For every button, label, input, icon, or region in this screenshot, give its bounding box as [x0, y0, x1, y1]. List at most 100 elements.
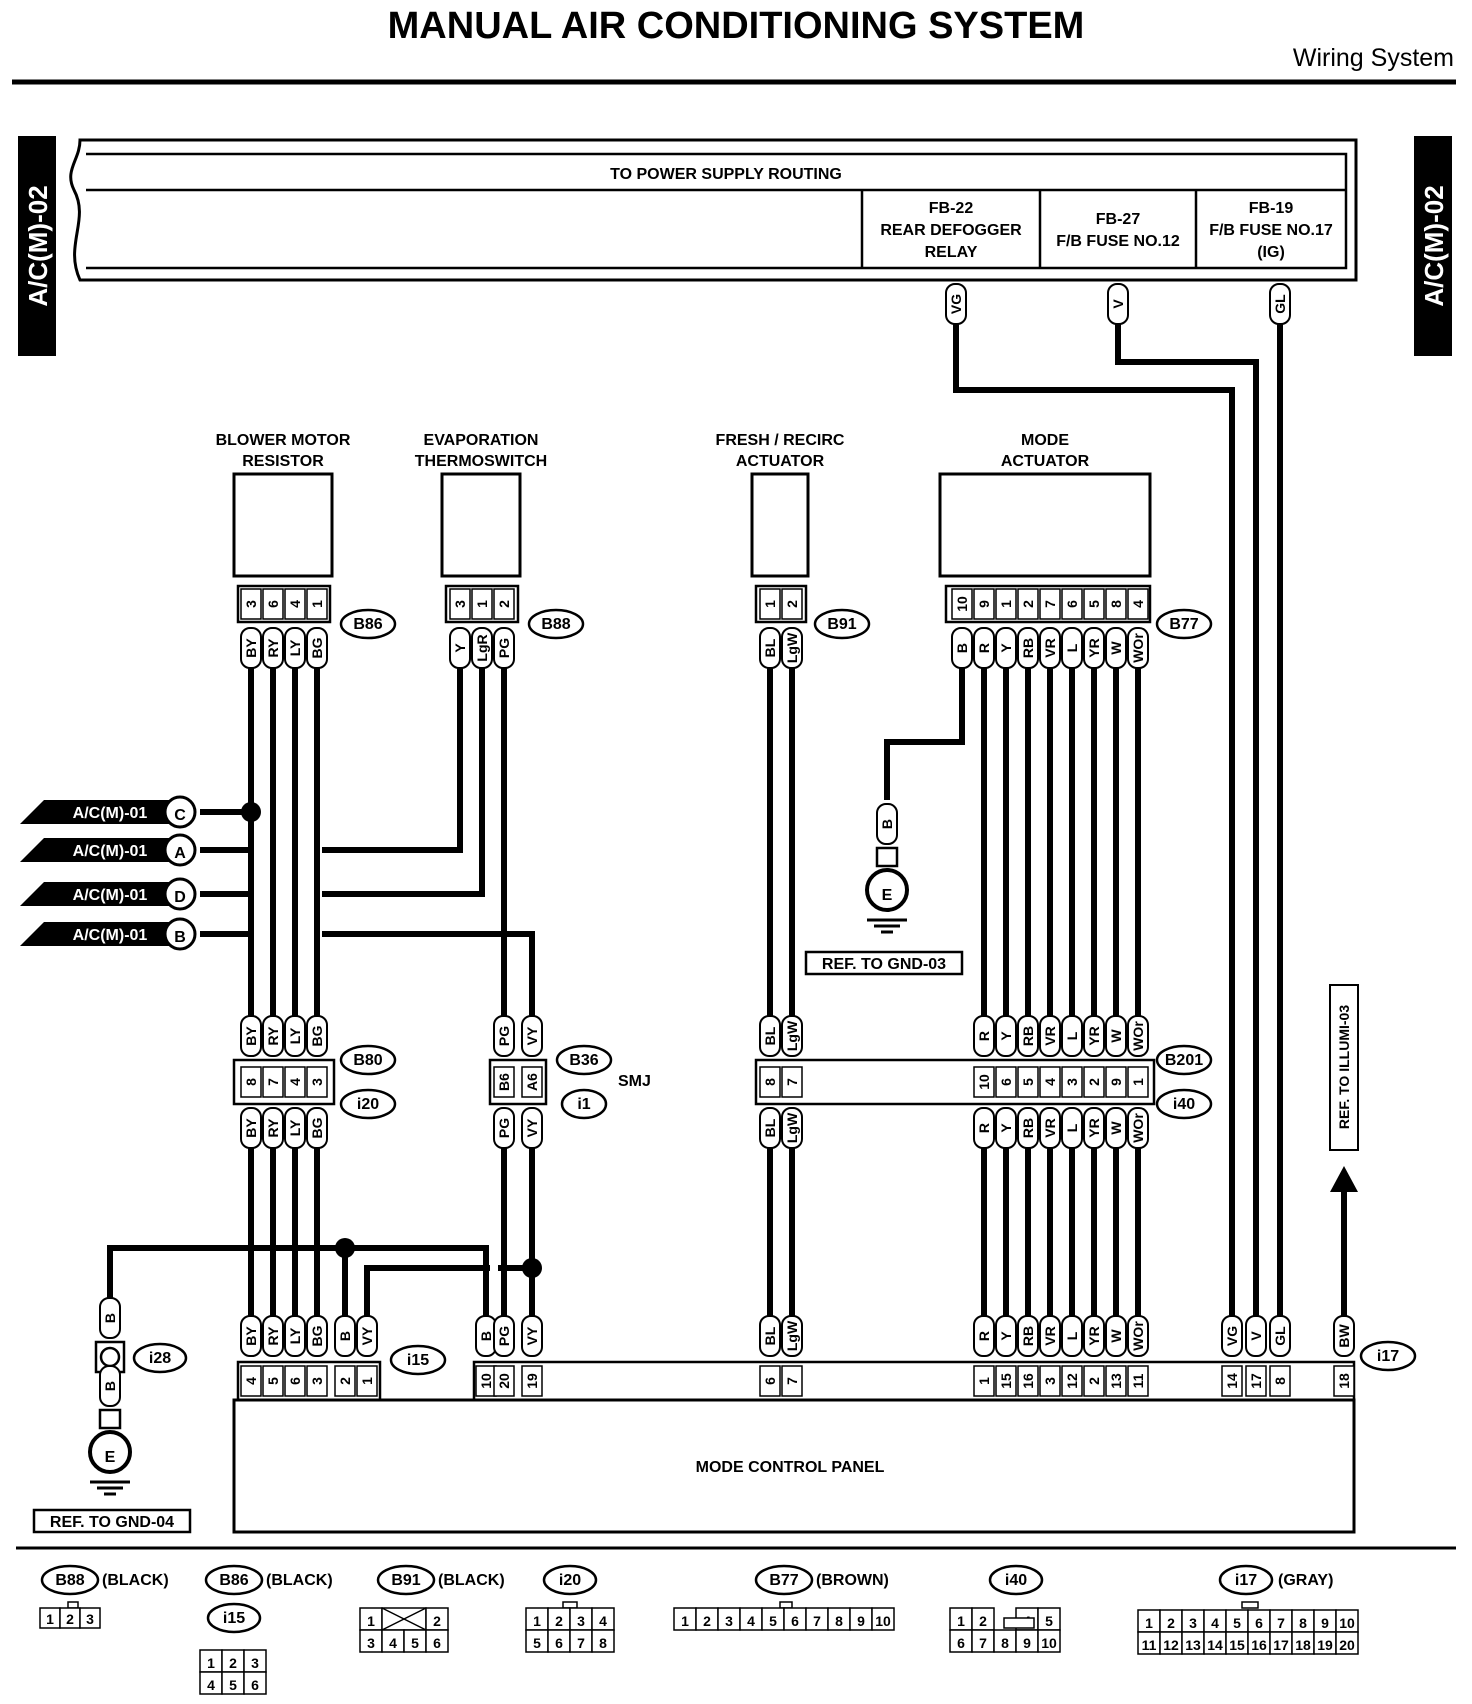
i15-frame [236, 1360, 382, 1402]
b77-wire-0-tag [951, 627, 973, 669]
b201-right-wire-7: WOr [1130, 1021, 1146, 1051]
i17-g3-pin-3: 3 [1042, 1377, 1058, 1385]
b201-right-pin-0-cell [973, 1066, 995, 1098]
legend-b91-id-oval [376, 1564, 436, 1596]
legend-i17-num-8: 9 [1321, 1615, 1329, 1631]
i17-g2-pin-0: 6 [762, 1377, 778, 1385]
ground-e1-plug [875, 846, 899, 868]
i17-g3-wire-4: L [1064, 1331, 1080, 1340]
legend-i40-num-7: 8 [1001, 1635, 1009, 1651]
b86-label-oval [339, 608, 397, 640]
b88-pin-0-cell [449, 588, 471, 620]
i1-label-oval [560, 1088, 608, 1120]
i40-right-wire-4: L [1064, 1123, 1080, 1132]
i40-left-wire-0-tag [759, 1107, 781, 1149]
b80-pin-0: 8 [243, 1078, 259, 1086]
b77-wire-1-tag [973, 627, 995, 669]
i40-right-wire-3: VR [1042, 1118, 1058, 1137]
b201-right-wire-5-tag [1083, 1015, 1105, 1057]
b201-left-pin-0: 8 [762, 1078, 778, 1086]
i17-g4-wire-1-tag [1245, 1315, 1267, 1357]
b77-pin-1-cell [973, 588, 995, 620]
offpage-text-3: A/C(M)-01 [73, 927, 148, 944]
b88-wire-2: PG [496, 638, 512, 658]
mode-label-1: MODE [1021, 432, 1069, 449]
i40-right-wire-0: R [976, 1123, 992, 1133]
i17-g1-pin-1: 20 [496, 1373, 512, 1389]
b36-wire-0: PG [496, 1026, 512, 1046]
ground-e2-wire: B [102, 1381, 118, 1391]
ground-e2-upper-wire: B [102, 1313, 118, 1323]
i17-g5-wire-0-tag [1333, 1315, 1355, 1357]
b77-pin-4-cell [1039, 588, 1061, 620]
i20-wire-0-tag [240, 1107, 262, 1149]
i40-right-wire-7-tag [1127, 1107, 1149, 1149]
b201-right-pin-4-cell [1061, 1066, 1083, 1098]
blower-label-2: RESISTOR [242, 453, 324, 470]
legend-b91-x2 [381, 1607, 427, 1631]
b201-left-pin-1-cell [781, 1066, 803, 1098]
b36-pin-0-cell [493, 1066, 515, 1098]
b91-wire-0-tag [759, 627, 781, 669]
b36-pin-1-cell [521, 1066, 543, 1098]
fresh-label-1: FRESH / RECIRC [716, 432, 845, 449]
legend-b91-cell-b3 [425, 1629, 449, 1653]
legend-b77-num-1: 2 [703, 1613, 711, 1629]
b201-right-pin-5: 2 [1086, 1078, 1102, 1086]
i17-g4-wire-0-tag [1221, 1315, 1243, 1357]
i17-g3-pin-6-cell [1105, 1365, 1127, 1397]
i20-wire-3: BG [309, 1117, 325, 1138]
b77-pin-6-cell [1083, 588, 1105, 620]
i17-g2-wire-0: BL [762, 1326, 778, 1345]
i17-g1-wire-2: VY [524, 1326, 540, 1345]
b36-frame [488, 1058, 548, 1106]
i15-wire-1-tag [262, 1315, 284, 1357]
b77-pin-7: 8 [1108, 600, 1124, 608]
illumi-arrow [1330, 1166, 1358, 1192]
legend-b88-num-0: 1 [46, 1611, 54, 1627]
b80-wire-2-tag [284, 1015, 306, 1057]
i20-wire-2: LY [287, 1119, 303, 1136]
b88-wire-0-tag [449, 627, 471, 669]
i40-right-wire-2-tag [1017, 1107, 1039, 1149]
b91-pin-1-cell [781, 588, 803, 620]
b88-pin-0: 3 [452, 600, 468, 608]
wire-crossing-gap-0-0 [258, 845, 266, 855]
i17-g3-pin-3-cell [1039, 1365, 1061, 1397]
i17-g3-wire-2-tag [1017, 1315, 1039, 1357]
b201-right-pin-3-cell [1039, 1066, 1061, 1098]
i17-g4-wire-2-tag [1269, 1315, 1291, 1357]
b36-wire-0-tag [493, 1015, 515, 1057]
legend-i17-num-14: 15 [1229, 1637, 1245, 1653]
b77-pin-2: 1 [998, 600, 1014, 608]
i40-label: i40 [1173, 1096, 1195, 1113]
i17-g4-pin-0: 14 [1224, 1373, 1240, 1389]
power-wire-0-tag [945, 283, 967, 325]
b86-wire-2-tag [284, 627, 306, 669]
ground-e2-ref-box [32, 1508, 192, 1534]
i17-g4-wire-2: GL [1272, 1326, 1288, 1346]
b201-right-pin-2: 5 [1020, 1078, 1036, 1086]
power-wire-0: VG [948, 294, 964, 314]
i17-g1-pin-1-cell [493, 1365, 515, 1397]
offpage-arrow-1 [20, 838, 170, 862]
wire-offpage-b [322, 931, 535, 1040]
mode-control-panel-box [232, 1398, 1356, 1534]
legend-i17-color: (GRAY) [1278, 1572, 1333, 1589]
b201-right-wire-6: W [1108, 1029, 1124, 1043]
offpage-arrow-0 [20, 800, 170, 824]
legend-i17-num-2: 3 [1189, 1615, 1197, 1631]
b91-wire-1-tag [781, 627, 803, 669]
b80-pin-1-cell [262, 1066, 284, 1098]
junction-b [335, 1238, 355, 1258]
b86-pin-3: 1 [309, 600, 325, 608]
i17-g3-pin-7: 11 [1130, 1373, 1146, 1388]
b77-wire-5-tag [1061, 627, 1083, 669]
b201-right-wire-7-tag [1127, 1015, 1149, 1057]
legend-i17-num-0: 1 [1145, 1615, 1153, 1631]
b91-wire-1: LgW [784, 632, 800, 663]
i40-right-wire-5-tag [1083, 1107, 1105, 1149]
i40-left-wire-1: LgW [784, 1112, 800, 1143]
legend-i20-cell-7 [591, 1629, 615, 1653]
b80-wire-2: LY [287, 1027, 303, 1044]
